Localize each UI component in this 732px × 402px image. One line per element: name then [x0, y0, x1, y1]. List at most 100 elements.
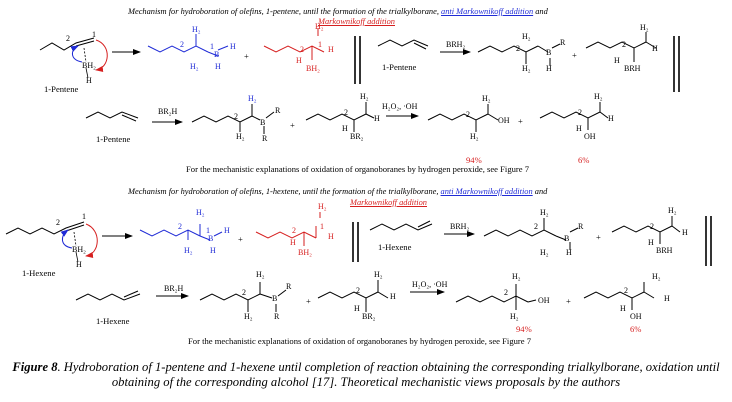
carbon-number: 1 [206, 226, 210, 235]
separator-bars-2 [673, 36, 680, 92]
separator-bars-1 [354, 36, 361, 84]
boron-atom: BR₂ [350, 132, 364, 141]
r-group: R [262, 134, 268, 143]
carbon-number: 2 [234, 112, 238, 121]
br2-product-mark [305, 102, 375, 132]
reactant-label: 1-Hexene [96, 316, 130, 326]
hydrogen-atom: H [328, 232, 334, 241]
blue-product-2 [139, 224, 223, 241]
section2-title-line2: Markownikoff addition [350, 198, 427, 207]
hydrogen-atom: H [296, 56, 302, 65]
alcohol-anti-2 [455, 284, 537, 310]
section1-title-line2: Markownikoff addition [318, 17, 395, 26]
brh2-product-mark [585, 32, 657, 62]
carbon-number: 2 [300, 45, 304, 54]
hydrogen-atom: H [608, 114, 614, 123]
hydrogen-atom: H [648, 238, 654, 247]
reactant-label: 1-Hexene [378, 242, 412, 252]
atom-label: H₂ [315, 22, 324, 31]
boron-atom: BR₂ [362, 312, 376, 321]
hydrogen-atom: H [224, 226, 230, 235]
anti-markovnikov-link: anti Markownikoff addition [440, 187, 533, 196]
alcohol-anti-1 [427, 104, 499, 132]
atom-label: H₂ [184, 246, 193, 255]
boron-atom: B [546, 48, 552, 57]
r-group: R [274, 312, 280, 321]
r-group: R [578, 222, 584, 231]
plus-sign: + [290, 120, 295, 130]
boron-atom: BH₂ [306, 64, 320, 73]
r-group: R [560, 38, 566, 47]
hydrogen-atom: H [652, 44, 658, 53]
carbon-number: 2 [578, 108, 582, 117]
yield-anti: 94% [516, 324, 532, 334]
yield-mark: 6% [630, 324, 642, 334]
alcohol-mark-2 [583, 282, 655, 310]
atom-label: H₂ [652, 272, 661, 281]
boron-atom: BRH [624, 64, 641, 73]
atom-label: H₂ [256, 270, 265, 279]
atom-label: H₂ [190, 62, 199, 71]
hydrogen-atom: H [342, 124, 348, 133]
carbon-number: 2 [504, 288, 508, 297]
markovnikov-link: Markownikoff addition [318, 17, 395, 26]
atom-label: H₂ [374, 270, 383, 279]
boron-atom: BH₂ [82, 61, 96, 70]
pentene-skeleton-row2 [85, 111, 139, 122]
boron-atom: BH₂ [298, 248, 312, 257]
plus-sign: + [244, 51, 249, 61]
br2-product-anti-2 [199, 282, 287, 312]
hydrogen-atom: H [215, 62, 221, 71]
atom-label: H₂ [668, 206, 677, 215]
hydrogen-atom: H [86, 76, 92, 85]
atom-label: H₂ [196, 208, 205, 217]
hydroxyl-group: OH [630, 312, 642, 321]
reactant-label: 1-Pentene [96, 134, 131, 144]
brh2-product-anti-2 [483, 218, 579, 250]
hydroxyl-group: OH [584, 132, 596, 141]
carbon-number: 1 [92, 30, 96, 39]
carbon-number: 2 [180, 40, 184, 49]
plus-sign: + [306, 296, 311, 306]
brh2-product-mark-2 [611, 216, 681, 244]
anti-markovnikov-link: anti Markownikoff addition [441, 7, 534, 16]
atom-label: H₂ [482, 94, 491, 103]
hydrogen-atom: H [576, 124, 582, 133]
section2-title: Mechanism for hydroboration of olefins, … [128, 187, 548, 196]
hydroxyl-group: OH [498, 116, 510, 125]
r-group: R [286, 282, 292, 291]
boron-atom: B [272, 294, 278, 303]
hydroxyl-group: OH [538, 296, 550, 305]
boron-atom: B [260, 118, 266, 127]
carbon-number: 1 [210, 42, 214, 51]
reactant-label: 1-Pentene [44, 84, 79, 94]
atom-label: H₂ [510, 312, 519, 321]
separator-bars-4 [705, 216, 712, 266]
reactant-label: 1-Hexene [22, 268, 56, 278]
pentene-skeleton-right [377, 39, 429, 50]
oxidation-note: For the mechanistic explanations of oxid… [188, 336, 532, 346]
boron-atom: B [214, 50, 220, 59]
carbon-number: 1 [318, 40, 322, 49]
hydrogen-atom: H [614, 56, 620, 65]
plus-sign: + [518, 116, 523, 126]
atom-label: H₂ [192, 25, 201, 34]
atom-label: H₂ [594, 92, 603, 101]
hydrogen-atom: H [566, 248, 572, 257]
red-product-1 [263, 28, 325, 60]
hydrogen-atom: H [328, 45, 334, 54]
hexene-skeleton-right [369, 220, 433, 231]
atom-label: H₂ [318, 202, 327, 211]
atom-label: H₂ [360, 92, 369, 101]
carbon-number: 2 [56, 218, 60, 227]
hydrogen-atom: H [620, 304, 626, 313]
brh2-product-anti [477, 43, 561, 66]
reactant-label: 1-Pentene [382, 62, 417, 72]
boron-atom: B [564, 234, 570, 243]
atom-label: H₂ [540, 208, 549, 217]
plus-sign: + [596, 232, 601, 242]
boron-atom: BH₂ [72, 245, 86, 254]
atom-label: H₂ [540, 248, 549, 257]
hydrogen-atom: H [546, 64, 552, 73]
